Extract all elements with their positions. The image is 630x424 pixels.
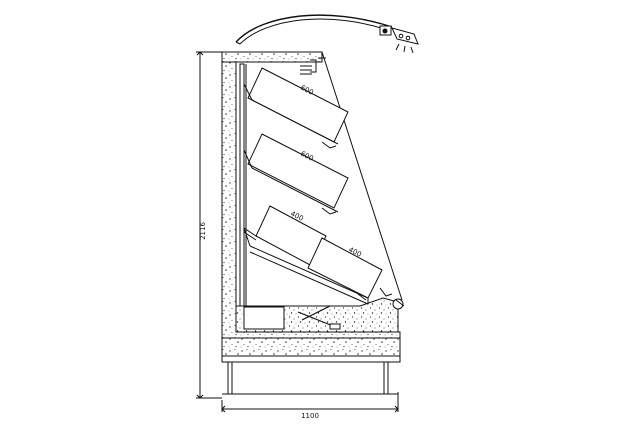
middle-shelf xyxy=(243,133,349,215)
width-dimension xyxy=(221,392,399,413)
canopy-arm xyxy=(235,14,393,45)
lamp-icon xyxy=(379,25,419,54)
height-dimension-label: 2116 xyxy=(199,222,207,240)
base-tub xyxy=(235,297,405,333)
top-shelf xyxy=(243,67,349,149)
lower-right-shelf xyxy=(249,237,393,305)
width-dimension-label: 1100 xyxy=(301,412,319,420)
air-outlet-icon xyxy=(300,65,312,75)
plinth xyxy=(221,337,401,395)
